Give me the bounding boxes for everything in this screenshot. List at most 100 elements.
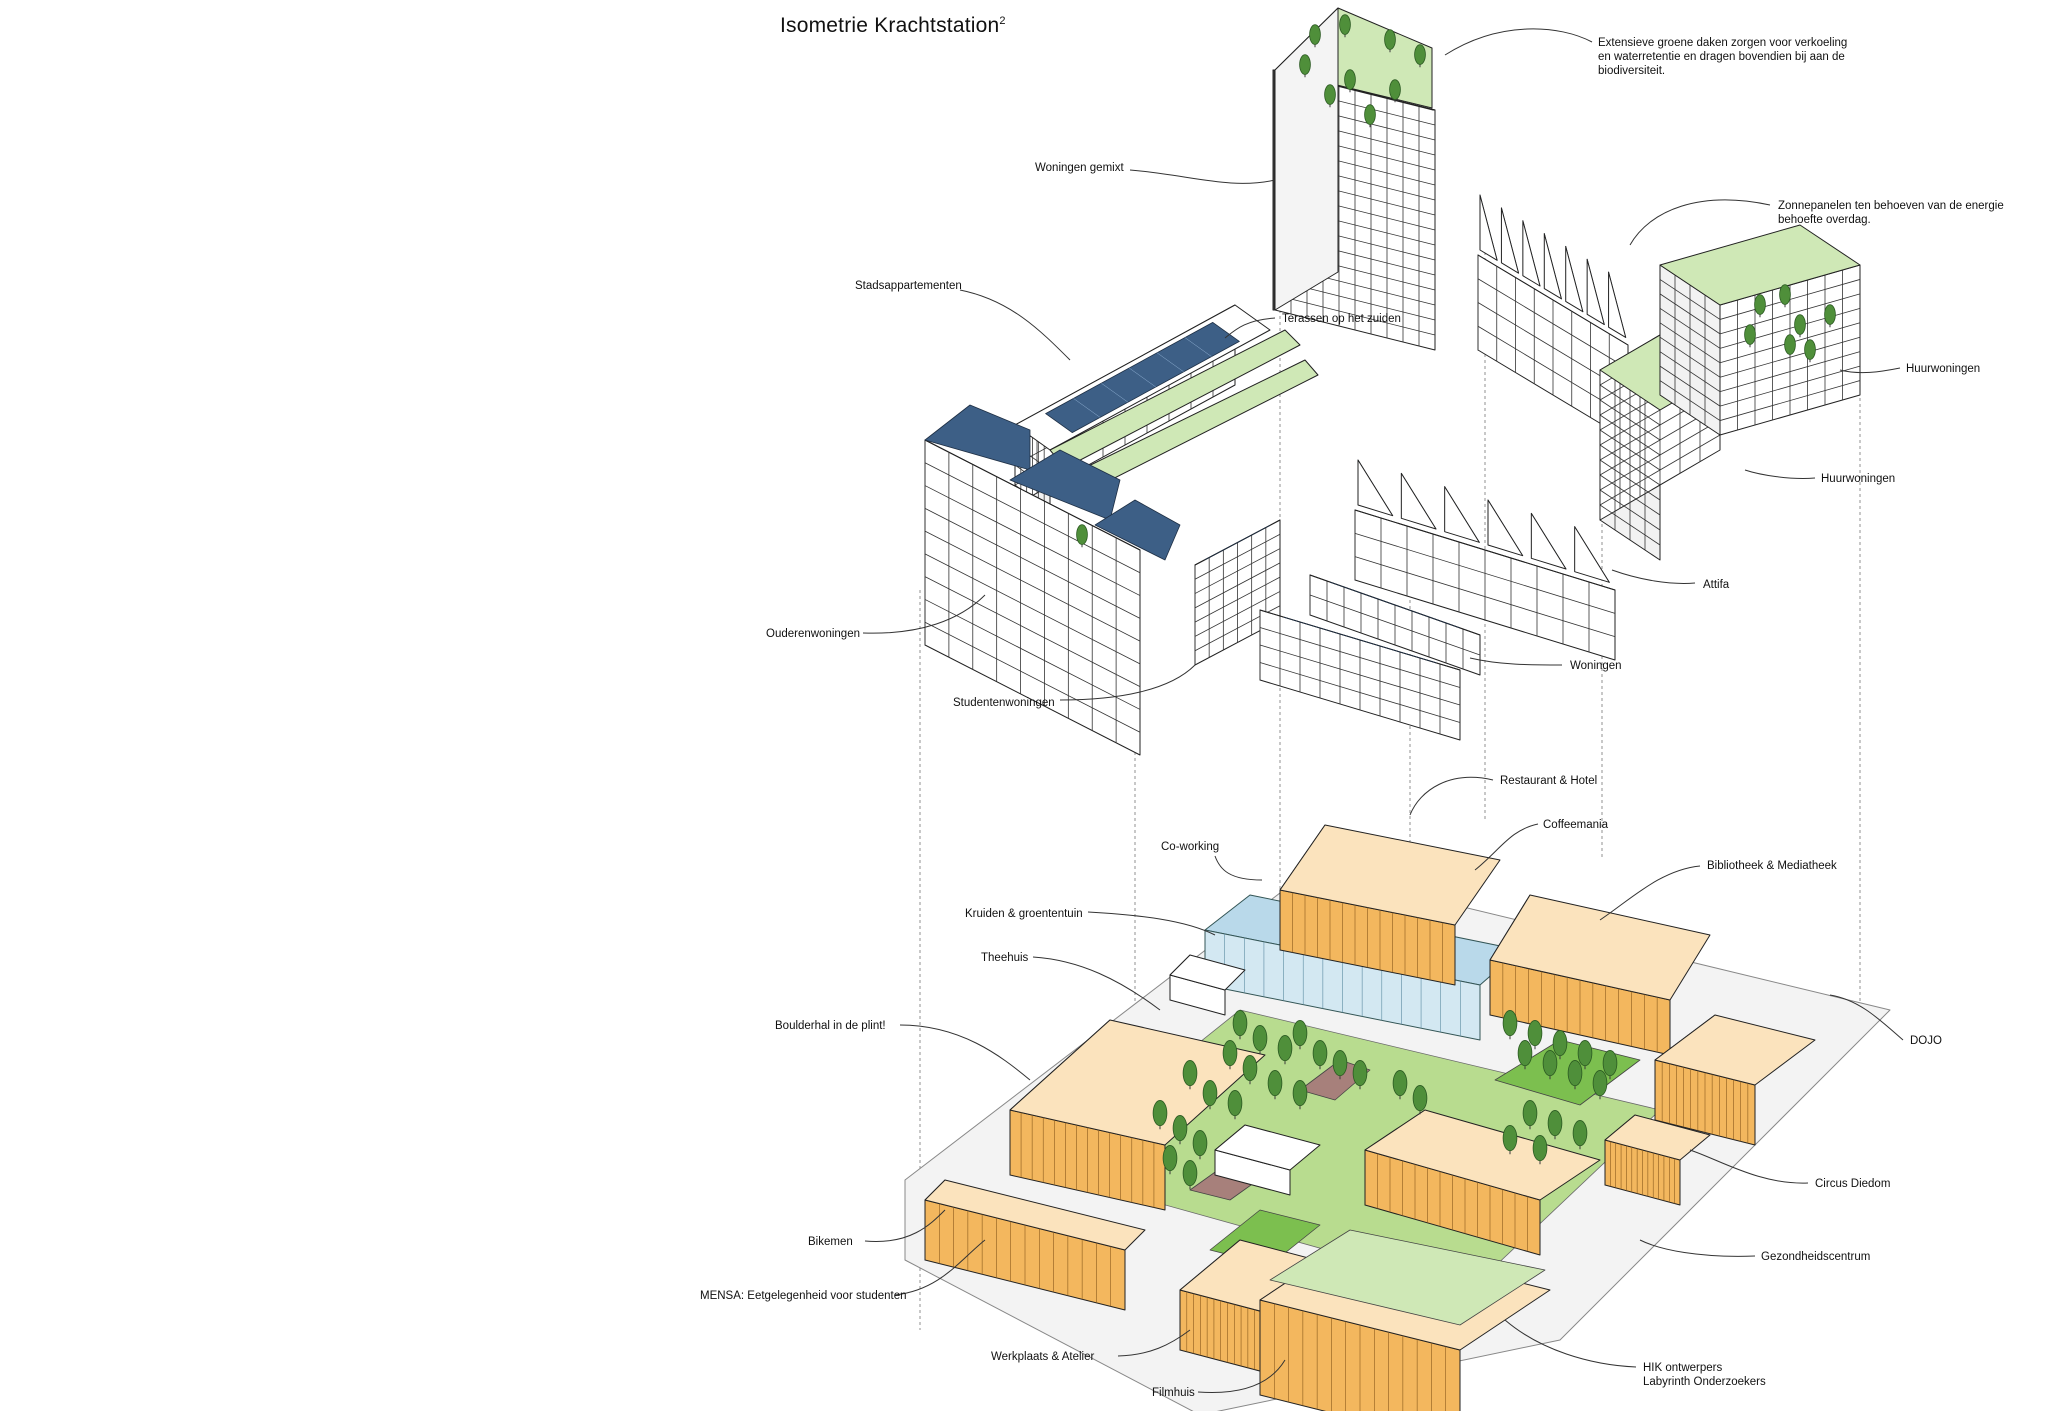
park-tree — [1292, 1020, 1308, 1047]
park-tree — [1292, 1080, 1308, 1107]
block-zonnepanelen-gable — [1522, 220, 1541, 287]
building-circus-timber-grid — [1610, 1141, 1675, 1204]
block-attifa-roof — [1354, 509, 1616, 591]
label-huurwoningen-1: Huurwoningen — [1906, 363, 1981, 375]
park-tree — [1547, 1110, 1563, 1137]
park-tree — [1277, 1035, 1293, 1062]
label-woningen-gemixt: Woningen gemixt — [1035, 162, 1124, 174]
park-tree — [1172, 1115, 1188, 1142]
label-werkplaats: Werkplaats & Atelier — [991, 1351, 1095, 1363]
leader-huurwoningen-2 — [1744, 469, 1816, 479]
building-boulderhal-roof — [1009, 1019, 1266, 1146]
huurwoningen-roof-tree — [1779, 284, 1791, 305]
building-bibliotheek-roof — [1489, 894, 1711, 1001]
building-dojo-timber-grid — [1661, 1061, 1749, 1144]
leader-bikemen — [864, 1209, 946, 1243]
block-attifa-gable — [1357, 459, 1394, 517]
label-coworking: Co-working — [1161, 841, 1220, 853]
park-tree — [1152, 1100, 1168, 1127]
block-ouderenwoningen-roof — [924, 439, 1141, 551]
leader-circus — [1689, 1149, 1809, 1184]
label-studentenwoningen: Studentenwoningen — [953, 697, 1055, 709]
park-tree — [1522, 1100, 1538, 1127]
building-restaurant-hotel-roof — [1279, 824, 1501, 926]
leader-gezondheidscentrum — [1639, 1239, 1756, 1257]
label-huurwoningen-2: Huurwoningen — [1821, 473, 1896, 485]
label-hik: HIK ontwerpers Labyrinth Onderzoekers — [1643, 1362, 1766, 1388]
leader-theehuis — [1032, 956, 1161, 1011]
leader-stadsappartementen — [959, 289, 1071, 361]
park-tree — [1352, 1060, 1368, 1087]
park-tree — [1242, 1055, 1258, 1082]
label-stadsappartementen: Stadsappartementen — [855, 280, 962, 292]
label-boulderhal: Boulderhal in de plint! — [775, 1020, 886, 1032]
block-zonnepanelen-gable — [1479, 194, 1498, 261]
label-gezondheidscentrum: Gezondheidscentrum — [1761, 1251, 1871, 1263]
huurwoningen-roof-tree — [1744, 324, 1756, 345]
park-tree — [1502, 1125, 1518, 1152]
block-attifa-gable — [1574, 526, 1610, 583]
diagram-title: Isometrie Krachtstation2 — [780, 14, 1006, 37]
park-tree — [1392, 1070, 1408, 1097]
leader-green-roofs — [1444, 28, 1593, 56]
park-tree — [1182, 1160, 1198, 1187]
leader-woningen-gemixt — [1129, 169, 1276, 184]
tower-roof-tree — [1339, 14, 1351, 35]
huurwoningen-roof-tree — [1794, 314, 1806, 335]
building-restaurant-hotel-timber-grid — [1292, 892, 1443, 983]
block-huurwoningen-long-roof — [1659, 224, 1861, 306]
leader-restaurant-hotel — [1409, 776, 1494, 816]
tower-roof-tree — [1414, 44, 1426, 65]
park-tree — [1312, 1040, 1328, 1067]
leader-boulderhal — [899, 1024, 1031, 1081]
park-tree — [1572, 1120, 1588, 1147]
label-circus: Circus Diedom — [1815, 1178, 1891, 1190]
terrace-plaza — [1299, 1059, 1371, 1101]
leader-dojo — [1829, 994, 1904, 1041]
leader-woningen — [1469, 657, 1563, 666]
tower-roof-tree — [1324, 84, 1336, 105]
tower-left-face — [1274, 7, 1339, 311]
leader-ouderenwoningen — [862, 594, 986, 634]
ouderenwoningen-solar-roof — [924, 404, 1031, 471]
park-tree — [1567, 1060, 1583, 1087]
building-dojo-roof — [1654, 1014, 1816, 1086]
block-zonnepanelen-gable — [1500, 207, 1520, 274]
park-tree — [1532, 1135, 1548, 1162]
label-ouderenwoningen: Ouderenwoningen — [766, 628, 860, 640]
park-tree — [1227, 1090, 1243, 1117]
leader-hik — [1504, 1319, 1637, 1368]
leader-huurwoningen-1 — [1839, 367, 1901, 374]
ouderenwoningen-solar-roof — [1094, 499, 1181, 561]
label-mensa: MENSA: Eetgelegenheid voor studenten — [700, 1290, 907, 1302]
building-boulderhal-timber-grid — [1020, 1112, 1155, 1208]
block-zonnepanelen-gable — [1608, 271, 1627, 338]
park-tree — [1592, 1070, 1608, 1097]
label-restaurant-hotel: Restaurant & Hotel — [1500, 775, 1598, 787]
building-bikemen-timber-grid — [938, 1203, 1112, 1307]
leader-werkplaats — [1117, 1329, 1191, 1357]
block-zonnepanelen-gable — [1565, 245, 1584, 313]
leader-studentenwoningen — [1059, 664, 1196, 701]
leader-coffeemania — [1474, 823, 1539, 871]
building-small-roof — [1169, 954, 1246, 991]
block-stadsappartementen-solar-grid — [1073, 337, 1212, 418]
huurwoningen-roof-tree — [1824, 304, 1836, 325]
building-bikemen-roof — [924, 1179, 1146, 1251]
label-woningen: Woningen — [1570, 660, 1622, 672]
ouderenwoningen-tree — [1076, 524, 1088, 545]
ouderenwoningen-solar-roof — [1009, 449, 1121, 521]
label-bikemen: Bikemen — [808, 1236, 853, 1248]
block-woningen-facade-grid — [1259, 610, 1461, 734]
block-huurwoningen-long-facade-grid — [1659, 270, 1861, 430]
label-zonnepanelen: Zonnepanelen ten behoeven van de energie… — [1778, 200, 2004, 226]
park-tree — [1202, 1080, 1218, 1107]
block-attifa-gable — [1444, 486, 1480, 543]
park-tree — [1527, 1020, 1543, 1047]
label-green-roofs: Extensieve groene daken zorgen voor verk… — [1598, 37, 1848, 77]
block-attifa-gable — [1487, 499, 1524, 557]
label-dojo: DOJO — [1910, 1035, 1942, 1047]
block-zonnepanelen-gable — [1586, 258, 1605, 326]
